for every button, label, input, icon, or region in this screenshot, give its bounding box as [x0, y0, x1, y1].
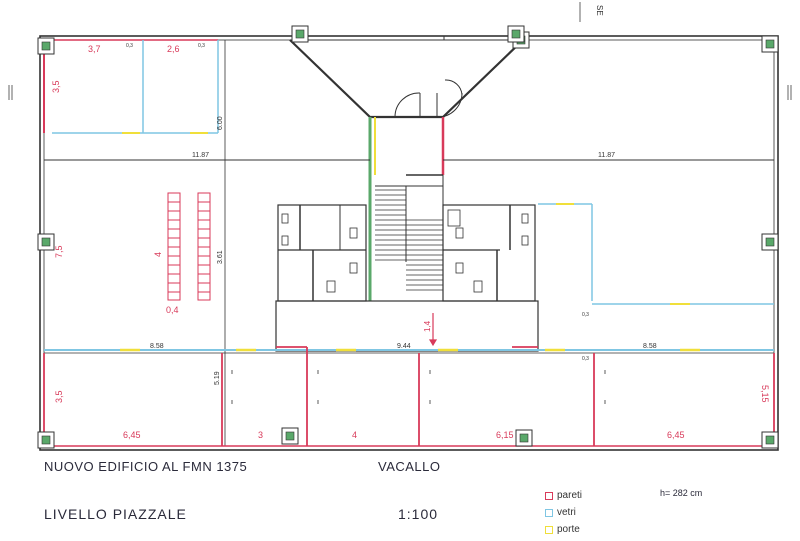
level-name: LIVELLO PIAZZALE — [44, 506, 187, 522]
legend-label-vetri: vetri — [557, 507, 576, 518]
dim-bottom-h-mid: 5.19 — [214, 371, 221, 385]
room-ticks — [231, 370, 606, 404]
dim-mid-361: 3.61 — [217, 250, 224, 264]
dim-side-small1: 0,3 — [582, 312, 589, 318]
dim-wall-600: 6.00 — [217, 116, 224, 130]
entrance-funnel — [289, 36, 524, 119]
dim-side-small2: 0,3 — [582, 356, 589, 362]
toilets-left — [277, 204, 367, 302]
dim-bottom-h-right: 5,15 — [760, 385, 770, 403]
legend-swatch-porte — [545, 525, 553, 534]
dim-room-w5: 6,45 — [667, 430, 685, 440]
dim-span-left: 11.87 — [192, 152, 209, 159]
legend-swatch-pareti — [545, 491, 553, 500]
dim-strip-right: 8.58 — [643, 343, 657, 350]
dim-top-left-w2: 2,6 — [167, 44, 180, 54]
dim-bottom-h-left: 3,5 — [54, 390, 64, 403]
right-office — [538, 203, 774, 305]
dimension-labels: 3,7 2,6 0,3 0,3 3,5 6.00 11.87 11.87 7,5… — [51, 5, 770, 440]
dim-room-w3: 4 — [352, 430, 357, 440]
stair-steps — [375, 189, 443, 291]
dim-small-b: 0,3 — [198, 43, 205, 49]
project-location: VACALLO — [378, 459, 441, 474]
legend-label-pareti: pareti — [557, 490, 583, 501]
dim-desk-depth: 4 — [153, 252, 163, 257]
desk-rows — [167, 192, 211, 301]
dim-top-left-h: 3,5 — [51, 80, 61, 93]
column-core — [765, 237, 775, 247]
legend-label-porte: porte — [557, 524, 580, 535]
column-core — [519, 433, 529, 443]
legend-swatch-vetri — [545, 508, 553, 517]
dim-strip-left: 8.58 — [150, 343, 164, 350]
structural-columns — [37, 25, 779, 449]
dim-room-w2: 3 — [258, 430, 263, 440]
dim-strip-mid: 9.44 — [397, 343, 411, 350]
bottom-strip — [44, 348, 774, 354]
toilets-right — [442, 204, 536, 302]
column-core — [285, 431, 295, 441]
lobby-arrow — [428, 313, 438, 347]
dim-room-w4: 6,15 — [496, 430, 514, 440]
dim-small-a: 0,3 — [126, 43, 133, 49]
legend-pareti: pareti — [545, 490, 582, 501]
column-core — [511, 29, 521, 39]
dim-stair-gap: 1,4 — [423, 320, 432, 332]
column-core — [765, 39, 775, 49]
edge-marks — [8, 2, 792, 100]
dim-top-left-w1: 3,7 — [88, 44, 101, 54]
column-core — [41, 435, 51, 445]
legend-vetri: vetri — [545, 507, 576, 518]
dim-desk-gap: 0,4 — [166, 305, 179, 315]
column-core — [765, 435, 775, 445]
interior-lines — [44, 36, 774, 446]
drawing-scale: 1:100 — [398, 506, 439, 522]
column-core — [41, 41, 51, 51]
dim-room-w1: 6,45 — [123, 430, 141, 440]
orientation-mark: SE — [595, 5, 604, 16]
outer-walls — [39, 35, 779, 451]
column-core — [41, 237, 51, 247]
column-core — [295, 29, 305, 39]
ceiling-height: h= 282 cm — [660, 488, 703, 498]
dim-span-right: 11.87 — [598, 152, 615, 159]
dim-left-height: 7,5 — [54, 245, 64, 258]
stair-core — [368, 116, 445, 302]
top-left-rooms — [43, 39, 219, 134]
legend-porte: porte — [545, 524, 580, 535]
project-title: NUOVO EDIFICIO AL FMN 1375 — [44, 459, 248, 474]
bottom-rooms — [43, 346, 775, 447]
